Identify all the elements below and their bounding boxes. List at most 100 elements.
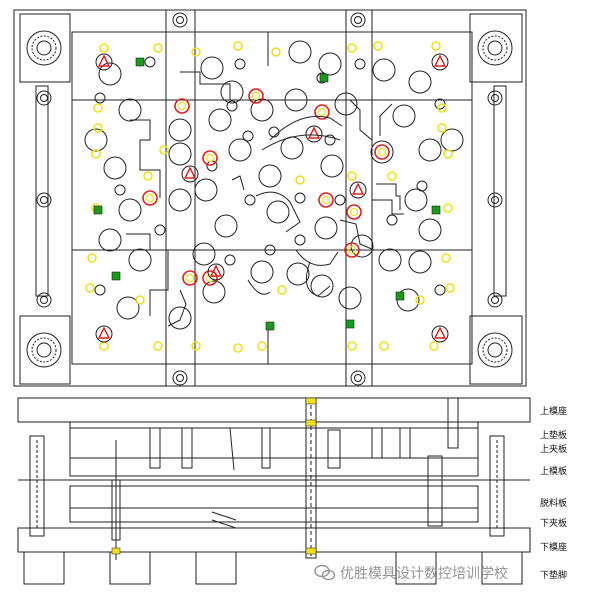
yellow-ring-marker (441, 253, 451, 263)
bushing (350, 12, 366, 28)
hole (418, 218, 442, 242)
bushing (172, 12, 188, 28)
yellow-ring-marker (295, 175, 305, 185)
yellow-ring-marker (191, 341, 201, 351)
hole (103, 156, 127, 180)
section-view (17, 397, 531, 585)
small-hole (264, 244, 276, 256)
yellow-ring-marker (271, 47, 281, 57)
pilot-marker (305, 125, 323, 143)
hole (250, 260, 274, 284)
small-hole (334, 194, 346, 206)
yellow-ring-marker (347, 171, 357, 181)
small-hole (294, 234, 306, 246)
hole (98, 228, 122, 252)
green-square-marker (111, 271, 121, 281)
bushing (491, 94, 499, 102)
watermark-text: 优胜模具设计数控培训学校 (340, 566, 508, 582)
hole (200, 56, 224, 80)
yellow-ring-marker (159, 145, 169, 155)
red-ring-marker (251, 91, 261, 101)
pilot-marker (95, 325, 113, 343)
hole (220, 80, 244, 104)
hole (280, 136, 304, 160)
label-upper-pad-plate: 上垫板 (540, 431, 568, 441)
red-ring-marker (185, 273, 195, 283)
yellow-ring-marker (233, 343, 243, 353)
red-ring-marker (202, 150, 218, 166)
red-ring-marker (314, 104, 330, 120)
hole (84, 128, 108, 152)
red-ring-marker (205, 153, 215, 163)
small-hole (114, 184, 126, 196)
hole (338, 286, 362, 310)
hole (192, 242, 216, 266)
label-upper-die-base: 上模座 (540, 407, 568, 417)
bushing (176, 16, 184, 24)
hole (320, 154, 344, 178)
small-hole (242, 130, 254, 142)
red-ring-marker (177, 101, 187, 111)
upper-clamp-plate (69, 427, 479, 459)
green-square-marker (93, 205, 103, 215)
guide-bushing (36, 40, 52, 56)
bushing (36, 192, 52, 208)
bushing (354, 374, 362, 382)
yellow-ring-marker (135, 295, 145, 305)
small-hole (224, 254, 236, 266)
holes (84, 40, 464, 330)
guide-bushing (482, 35, 508, 61)
guide-bushing (487, 342, 503, 358)
bushing (487, 192, 503, 208)
yellow-ring-marker (445, 283, 455, 293)
red-ring-marker (182, 270, 198, 286)
yellow-ring-marker (379, 341, 389, 351)
pilot-marker (431, 325, 449, 343)
yellow-ring-marker (437, 123, 447, 133)
lower-die-base (17, 527, 531, 553)
red-ring-marker (344, 242, 360, 258)
guide-bushing (26, 30, 62, 66)
hole (118, 98, 142, 122)
bushing (40, 296, 48, 304)
small-hole (226, 100, 238, 112)
pilot-marker (207, 263, 225, 281)
pilot-marker (97, 326, 111, 339)
guide-bushing (31, 35, 57, 61)
pilot-marker (433, 54, 447, 67)
guide-bushing (482, 337, 508, 363)
guide-bushing (26, 332, 62, 368)
yellow-ring-marker (431, 41, 441, 51)
green-square-marker (345, 319, 355, 329)
yellow-ring-marker (99, 43, 109, 53)
red-ring-marker (346, 204, 362, 220)
yellow-ring-marker (153, 43, 163, 53)
red-ring-marker (318, 192, 334, 208)
hole (334, 92, 358, 116)
small-hole (354, 58, 366, 70)
hole (286, 262, 310, 286)
hole (372, 58, 396, 82)
small-hole (94, 284, 106, 296)
hole (408, 250, 432, 274)
label-lower-die-base: 下模座 (540, 543, 568, 553)
yellow-ring-marker (437, 103, 447, 113)
yellow-ring-marker (153, 341, 163, 351)
yellow-ring-marker (85, 283, 95, 293)
hole (284, 88, 308, 112)
red-ring-marker (377, 147, 387, 157)
hole (168, 142, 192, 166)
yellow-ring-marker (347, 341, 357, 351)
guide-bushing (487, 40, 503, 56)
bushing (40, 94, 48, 102)
green-square-marker (395, 291, 405, 301)
bushing (40, 196, 48, 204)
hole (392, 104, 416, 128)
label-lower-clamp-plate: 下夹板 (540, 519, 568, 529)
hole (168, 188, 192, 212)
label-stripper-plate: 脱料板 (540, 499, 568, 509)
pilot-marker (431, 53, 449, 71)
red-ring-marker (205, 273, 215, 283)
section-marks (111, 397, 317, 555)
watermark: 优胜模具设计数控培训学校 (314, 563, 508, 583)
